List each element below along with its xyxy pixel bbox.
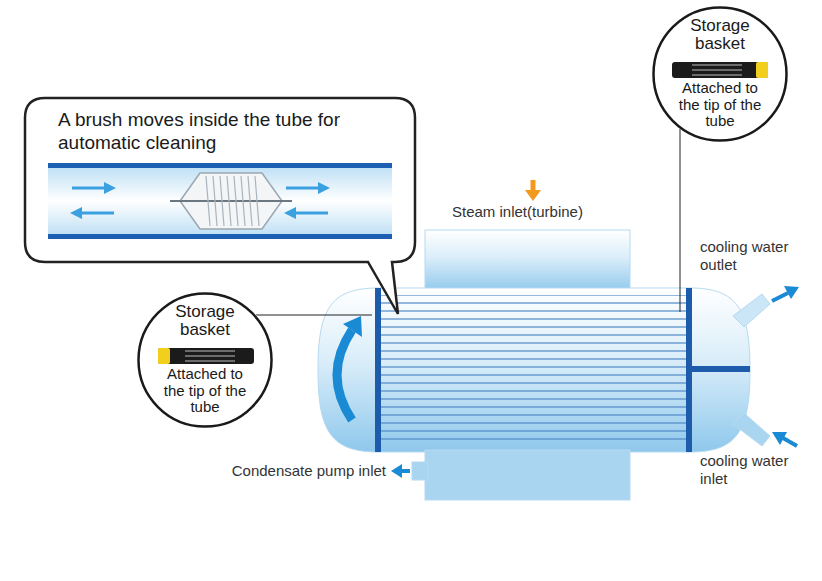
callout-text: A brush moves inside the tube for automa… — [58, 108, 358, 154]
circle-border — [139, 294, 272, 427]
detail-circle: Storage basketAttached to the tip of the… — [137, 292, 273, 428]
brush-ridge — [220, 176, 224, 226]
hotwell — [425, 450, 630, 500]
arrow-head — [784, 286, 799, 299]
tube-wall — [48, 234, 392, 239]
circle-border — [654, 8, 787, 141]
part-name: Storage basket — [678, 17, 762, 54]
tube-wall — [48, 163, 392, 168]
condenser-shell — [378, 288, 690, 452]
leader-line — [680, 129, 681, 312]
brush-ridge — [206, 176, 210, 226]
condensate-nozzle — [412, 462, 428, 480]
callout-box: A brush moves inside the tube for automa… — [25, 98, 415, 158]
flow-label: cooling water inlet — [700, 452, 812, 488]
storage-basket-icon — [158, 348, 254, 364]
left-water-box — [318, 288, 378, 452]
tube-bundle — [381, 295, 686, 445]
flow-arrow — [772, 293, 788, 301]
part-note: Attached to the tip of the tube — [672, 80, 768, 129]
tube-sheet — [375, 288, 381, 452]
brush-ridge — [255, 176, 259, 226]
brush-ridge — [234, 176, 238, 226]
brush-ridge — [213, 176, 217, 226]
leader-line — [256, 315, 372, 316]
arrow-head — [391, 464, 402, 478]
arrow-head — [772, 432, 787, 445]
flow-label: cooling water outlet — [700, 238, 812, 274]
arrow-head — [525, 190, 541, 201]
flow-arrow — [337, 330, 352, 420]
flow-arrow — [401, 469, 410, 473]
callout-bubble — [25, 98, 415, 314]
storage-basket-icon — [672, 62, 768, 78]
cleaning-brush — [170, 173, 292, 229]
flow-arrow — [783, 438, 797, 446]
detail-circle: Storage basketAttached to the tip of the… — [652, 6, 788, 142]
tube-sheet — [686, 288, 692, 452]
part-name: Storage basket — [163, 303, 247, 340]
flow-label: Steam inlet(turbine) — [452, 203, 583, 221]
inlet-nozzle — [733, 413, 770, 446]
outlet-nozzle — [733, 294, 770, 327]
circle-ground — [137, 292, 273, 428]
tube-section — [48, 167, 392, 235]
arrow-head — [343, 316, 362, 337]
part-note: Attached to the tip of the tube — [157, 366, 253, 415]
brush-ridge — [248, 176, 252, 226]
steam-dome — [425, 230, 630, 292]
brush-ridge — [241, 176, 245, 226]
circle-ground — [652, 6, 788, 142]
brush-ridge — [227, 176, 231, 226]
pass-partition — [692, 366, 750, 372]
flow-label: Condensate pump inlet — [200, 462, 386, 480]
